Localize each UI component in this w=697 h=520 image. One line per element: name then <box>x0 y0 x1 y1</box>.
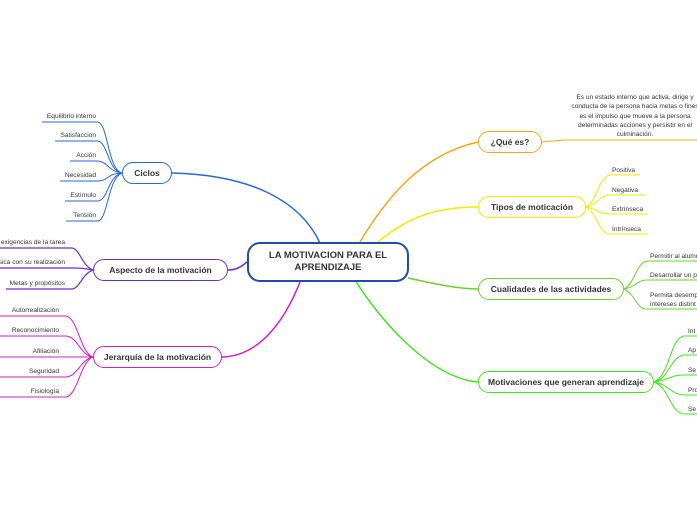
branch-aspecto <box>227 261 248 271</box>
branch-que-es <box>359 141 479 243</box>
branch-jerarquia <box>221 281 301 358</box>
tipo-intrinseca[interactable]: Intrínseca <box>612 226 641 233</box>
motivacion-item[interactable]: Se <box>688 367 697 374</box>
cualidad-line: intereses distint <box>650 301 696 308</box>
definition-line: es el impulso que mueve a la persona <box>579 112 691 120</box>
cualidad-item[interactable]: Permita desemp intereses distint <box>650 291 697 309</box>
jerarquia-item[interactable]: Seguridad <box>28 368 59 375</box>
motivacion-item[interactable]: Int <box>688 328 696 335</box>
topic-que-es[interactable]: ¿Qué es? <box>478 131 542 153</box>
topic-jerarquia[interactable]: Jerarquía de la motivación <box>93 346 222 368</box>
definition-line: Es un estado interno que activa, dirige … <box>576 94 694 101</box>
definition-line: determinadas acciones y persistir en el <box>578 121 692 129</box>
ciclo-item[interactable]: Estímulo <box>70 192 96 199</box>
tipo-negativa[interactable]: Negativa <box>612 187 639 194</box>
cualidad-item[interactable]: Permitir al alumn <box>650 253 697 260</box>
branch-tipos <box>377 206 479 243</box>
topic-ciclos[interactable]: Ciclos <box>122 162 172 184</box>
motivacion-item[interactable]: Se <box>688 406 697 413</box>
cualidad-line: Permita desemp <box>650 292 697 299</box>
ciclo-item[interactable]: Tensión <box>73 212 96 219</box>
aspecto-item[interactable]: ísica con su realización <box>0 259 65 266</box>
jerarquia-item[interactable]: Afiliación <box>32 348 59 355</box>
definition-line: conducta de la persona hacia metas o fin… <box>571 103 697 111</box>
central-title-line1: LA MOTIVACION PARA EL <box>268 250 388 261</box>
ciclo-item[interactable]: Necesidad <box>64 172 96 179</box>
definition-line: culminación. <box>616 131 654 139</box>
motivacion-item[interactable]: Pro <box>688 387 697 394</box>
branch-motivaciones <box>354 279 479 383</box>
que-es-definition: Es un estado interno que activa, dirige … <box>560 93 697 139</box>
topic-motivaciones[interactable]: Motivaciones que generan aprendizaje <box>478 371 654 393</box>
central-topic[interactable]: LA MOTIVACION PARA EL APRENDIZAJE <box>247 242 409 282</box>
ciclo-item[interactable]: Equilibrio interno <box>46 113 96 120</box>
topic-cualidades[interactable]: Cualidades de las actividades <box>478 278 624 300</box>
topic-aspecto[interactable]: Aspecto de la motivación <box>93 259 228 281</box>
jerarquia-item[interactable]: Reconocimiento <box>11 327 59 334</box>
topic-tipos[interactable]: Tipos de moticación <box>478 196 586 218</box>
jerarquia-item[interactable]: Autorrealización <box>11 307 59 314</box>
cualidad-item[interactable]: Desarrollar un p <box>650 272 697 279</box>
central-title-line2: APRENDIZAJE <box>294 262 362 273</box>
jerarquia-item[interactable]: Fisiología <box>30 388 59 395</box>
aspecto-item[interactable]: Metas y propósitos <box>9 280 65 287</box>
branch-ciclos <box>171 172 321 244</box>
tipo-positiva[interactable]: Positiva <box>612 167 636 174</box>
aspecto-item[interactable]: o exigencias de la tarea <box>0 239 65 246</box>
ciclo-item[interactable]: Satisfaccion <box>60 132 96 139</box>
branch-cualidades <box>407 277 479 290</box>
tipo-extrinseca[interactable]: Extrínseca <box>612 206 644 213</box>
ciclo-item[interactable]: Acción <box>76 152 96 159</box>
motivacion-item[interactable]: Ap <box>688 347 697 354</box>
